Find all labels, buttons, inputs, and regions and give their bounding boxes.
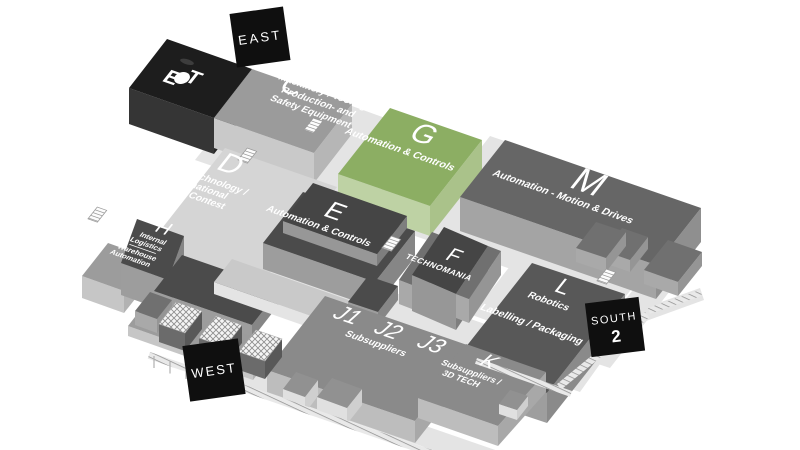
outbuilding [317,378,362,424]
hall-f-wing[interactable] [456,246,501,323]
hall-f-roof [412,227,488,294]
sign-east-label: EAST [237,27,283,48]
stairs-icon [237,147,258,164]
outbuilding-left-face [317,397,347,424]
m-annex-building-right-face [630,237,648,272]
hall-f-wing-left-face [456,294,469,323]
logo-o-circle [174,72,190,84]
outbuilding-roof [499,390,528,410]
entrance-canopy [238,329,283,379]
sign-west-panel [182,338,246,402]
fence [648,290,702,314]
hall-c-left-face [214,118,314,183]
outbuilding-roof [317,378,362,408]
sign-south-number: 2 [610,326,622,346]
entrance-canopy-right-face [185,311,202,351]
outbuilding-roof [283,372,318,397]
outbuilding-roof [135,292,172,319]
entrance-canopy-right-face [265,339,282,379]
entrance-canopy-roof [158,301,203,334]
outbuilding-left-face [499,404,517,420]
outbuilding [499,390,528,420]
stairs-icon [596,268,617,285]
m-annex-building [644,240,702,296]
sign-west-label: WEST [190,360,237,381]
hall-j-roof [267,296,473,421]
outbuilding-right-face [517,396,528,420]
logo-building-roof [129,39,252,118]
sign-west: WEST [182,338,246,402]
service-block-roof [348,276,398,312]
entrance-canopy-roof [238,329,283,362]
hall-f-wing-right-face [469,251,501,323]
hall-d-roof [145,148,337,289]
sign-east-panel [229,6,291,68]
logo-mark [180,58,194,65]
sign-east: EAST [229,6,291,68]
m-annex-building-right-face [678,252,702,296]
hall-f-left-face [412,275,456,330]
outbuilding-left-face [135,311,157,333]
hall-e-ridge-left-face [283,221,377,266]
m-annex-building-roof [644,240,702,282]
fence [475,358,572,397]
service-block-roof [576,222,626,258]
hall-f-wing-roof [456,246,501,299]
service-block [576,222,626,272]
hall-g-roof [338,108,482,206]
hall-k-left-face [418,398,498,446]
sign-south-label: SOUTH [590,310,637,328]
stairs-icon [381,235,402,252]
sign-south-panel [584,296,646,358]
hall-e-left-face [263,243,375,308]
hall-c[interactable] [214,69,352,183]
hall-g-right-face [430,140,482,236]
outbuilding-right-face [347,389,362,424]
entrance-canopy [158,301,203,351]
hall-m-roof [460,140,701,265]
m-annex-building-left-face [644,270,678,296]
hall-c-right-face [314,104,352,183]
h-annex-building-left-face [82,276,124,313]
service-block-left-face [576,248,606,272]
hall-e-ridge-roof [283,183,407,254]
service-block-right-face [606,232,626,272]
outbuilding-right-face [305,380,318,413]
hall-h-divider [129,243,157,254]
hall-c-roof [214,69,352,153]
logo-building-left-face [129,88,214,154]
stairs-icon [87,206,108,223]
sign-south-2: SOUTH 2 [584,296,646,358]
hall-f-wing-left-face [399,280,412,309]
hall-h-roof [121,219,184,280]
stairs-icon [303,117,324,134]
